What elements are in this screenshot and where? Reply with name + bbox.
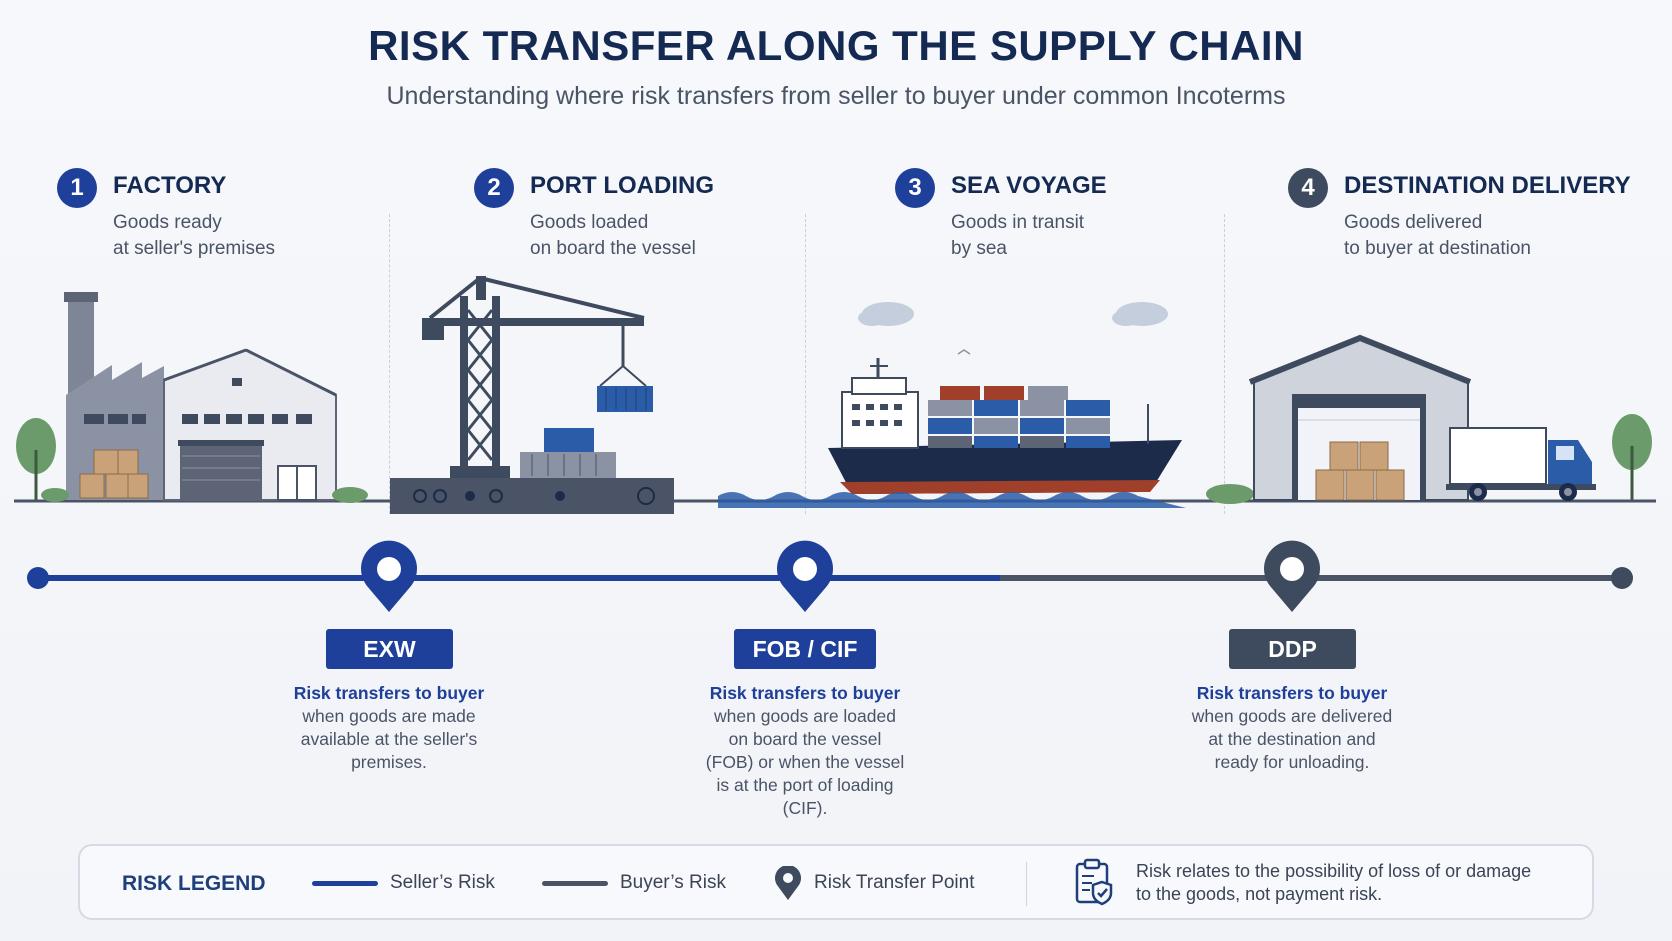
incoterm-description-fob-cif: Risk transfers to buyer when goods are l… (705, 683, 905, 818)
stage-description: Goods ready at seller's premises (113, 212, 276, 259)
stage-number-badge: 4 (1288, 168, 1328, 208)
stage-number-badge: 2 (474, 168, 514, 208)
timeline-start-dot (27, 567, 49, 589)
transfer-pin-exw (361, 540, 417, 612)
risk-timeline (27, 540, 1633, 612)
incoterm-description-exw: Risk transfers to buyer when goods are m… (293, 683, 485, 772)
risk-legend: RISK LEGEND Seller’s Risk Buyer’s Risk R… (78, 844, 1594, 920)
legend-title: RISK LEGEND (122, 872, 266, 895)
stage-title: DESTINATION DELIVERY (1344, 172, 1631, 199)
legend-note: Risk relates to the possibility of loss … (1136, 861, 1532, 904)
page-subtitle: Understanding where risk transfers from … (386, 82, 1286, 110)
legend-seller-label: Seller’s Risk (390, 872, 495, 893)
legend-buyer-swatch (542, 881, 608, 886)
incoterm-badge-ddp: DDP (1229, 629, 1356, 669)
legend-seller-swatch (312, 881, 378, 886)
stage-description: Goods in transit by sea (951, 212, 1085, 259)
stage-title: SEA VOYAGE (951, 172, 1107, 199)
stage-description: Goods loaded on board the vessel (530, 212, 696, 259)
crane-icon (390, 276, 674, 514)
stage-number-badge: 3 (895, 168, 935, 208)
clipboard-shield-icon (1075, 858, 1113, 906)
page-title: RISK TRANSFER ALONG THE SUPPLY CHAIN (368, 22, 1304, 69)
incoterm-badge-fob-cif: FOB / CIF (734, 629, 876, 669)
warehouse-truck-icon (1206, 334, 1652, 504)
incoterm-badge-exw: EXW (326, 629, 453, 669)
transfer-pin-ddp (1264, 540, 1321, 612)
stage-title: PORT LOADING (530, 172, 714, 199)
legend-buyer-label: Buyer’s Risk (620, 872, 726, 893)
stage-description: Goods delivered to buyer at destination (1344, 212, 1531, 259)
stage-divider (805, 214, 806, 514)
transfer-pin-fob-cif (777, 540, 834, 612)
stage-number-badge: 1 (57, 168, 97, 208)
stage-divider (1224, 214, 1225, 514)
map-pin-icon (775, 866, 801, 900)
stage-title: FACTORY (113, 172, 227, 199)
ship-icon (718, 302, 1186, 508)
stage-divider (389, 214, 390, 514)
legend-divider (1026, 862, 1027, 906)
incoterm-description-ddp: Risk transfers to buyer when goods are d… (1191, 683, 1393, 772)
factory-icon (16, 292, 368, 503)
legend-point-label: Risk Transfer Point (814, 872, 975, 893)
timeline-end-dot (1611, 567, 1633, 589)
